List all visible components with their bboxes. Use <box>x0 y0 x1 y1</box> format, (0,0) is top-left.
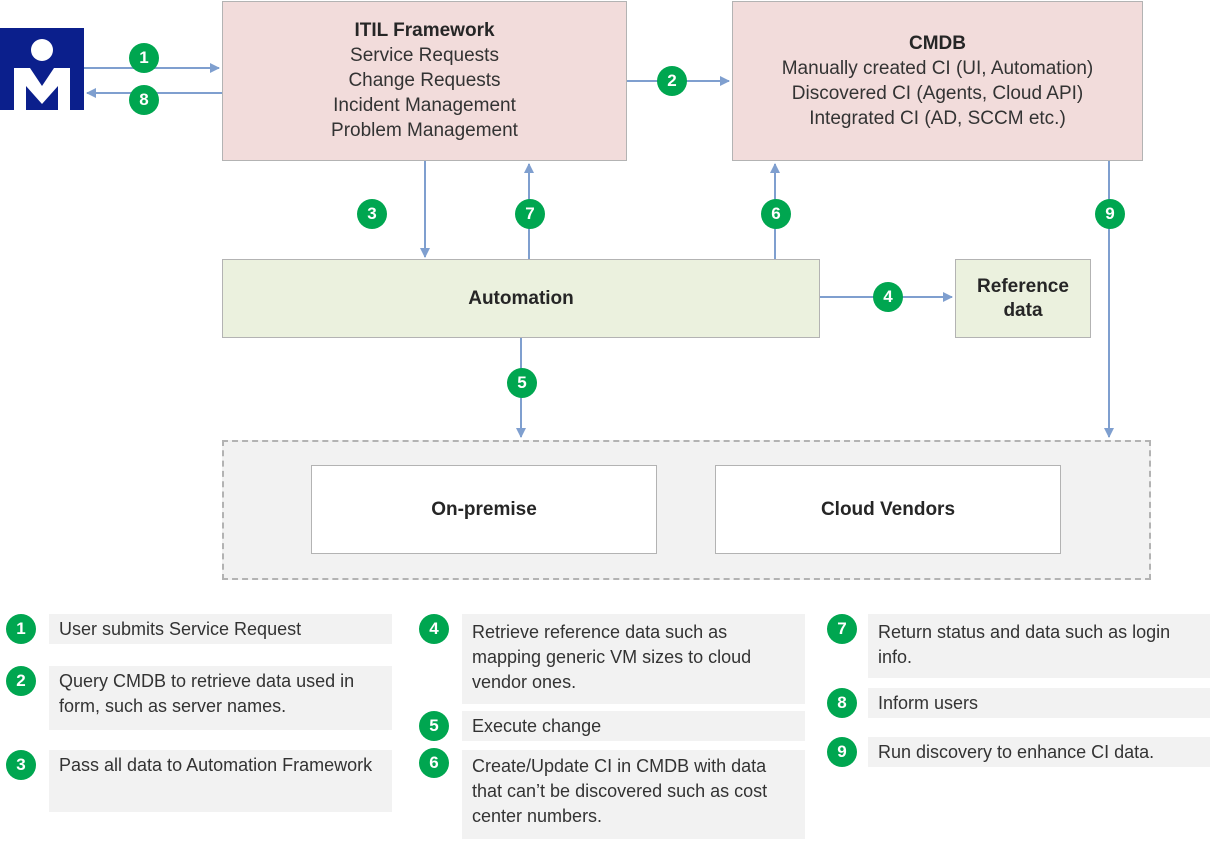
step-badge: 5 <box>507 368 537 398</box>
automation-box: Automation <box>222 259 820 338</box>
legend-text: Execute change <box>462 711 805 741</box>
legend-text: Return status and data such as login inf… <box>868 614 1210 678</box>
legend-text: Inform users <box>868 688 1210 718</box>
legend-badge: 5 <box>419 711 449 741</box>
itil-line: Incident Management <box>333 95 516 116</box>
step-badge: 1 <box>129 43 159 73</box>
legend-text: Run discovery to enhance CI data. <box>868 737 1210 767</box>
on-premise-box: On-premise <box>311 465 657 554</box>
cmdb-box: CMDB Manually created CI (UI, Automation… <box>732 1 1143 161</box>
user-icon <box>0 28 84 110</box>
legend-badge: 8 <box>827 688 857 718</box>
legend-text: Create/Update CI in CMDB with data that … <box>462 750 805 839</box>
itil-framework-box: ITIL Framework Service Requests Change R… <box>222 1 627 161</box>
cmdb-line: Discovered CI (Agents, Cloud API) <box>791 83 1084 104</box>
legend-text: Retrieve reference data such as mapping … <box>462 614 805 704</box>
legend-badge: 3 <box>6 750 36 780</box>
legend-text: Query CMDB to retrieve data used in form… <box>49 666 392 730</box>
legend-text: Pass all data to Automation Framework <box>49 750 392 812</box>
reference-title: data <box>1003 299 1043 321</box>
step-badge: 3 <box>357 199 387 229</box>
itil-line: Change Requests <box>348 70 501 91</box>
legend-badge: 2 <box>6 666 36 696</box>
cloud-vendors-title: Cloud Vendors <box>820 498 956 520</box>
legend-text: User submits Service Request <box>49 614 392 644</box>
step-badge: 7 <box>515 199 545 229</box>
automation-title: Automation <box>468 287 574 309</box>
legend-badge: 1 <box>6 614 36 644</box>
itil-title: ITIL Framework <box>354 20 495 41</box>
cmdb-line: Integrated CI (AD, SCCM etc.) <box>809 108 1066 129</box>
step-badge: 6 <box>761 199 791 229</box>
step-badge: 9 <box>1095 199 1125 229</box>
cmdb-line: Manually created CI (UI, Automation) <box>781 58 1094 79</box>
cloud-vendors-box: Cloud Vendors <box>715 465 1061 554</box>
legend-badge: 9 <box>827 737 857 767</box>
legend-badge: 4 <box>419 614 449 644</box>
itil-line: Problem Management <box>331 120 518 141</box>
legend-badge: 7 <box>827 614 857 644</box>
step-badge: 4 <box>873 282 903 312</box>
reference-title: Reference <box>977 275 1069 297</box>
itil-line: Service Requests <box>350 45 499 66</box>
reference-data-box: Reference data <box>955 259 1091 338</box>
step-badge: 2 <box>657 66 687 96</box>
cmdb-title: CMDB <box>909 33 966 54</box>
step-badge: 8 <box>129 85 159 115</box>
on-premise-title: On-premise <box>431 498 537 520</box>
legend-badge: 6 <box>419 748 449 778</box>
